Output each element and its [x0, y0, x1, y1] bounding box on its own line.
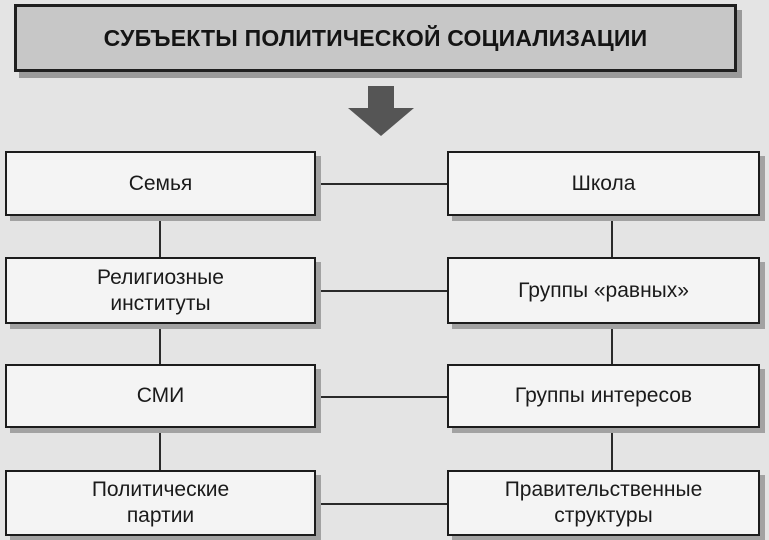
node-government-structures: Правительственные структуры: [447, 470, 760, 536]
connector-vertical: [611, 216, 613, 257]
connector-horizontal: [318, 503, 447, 505]
connector-horizontal: [318, 183, 447, 185]
node-interest-groups: Группы интересов: [447, 364, 760, 428]
connector-horizontal: [318, 396, 447, 398]
node-mass-media: СМИ: [5, 364, 316, 428]
connector-vertical: [159, 324, 161, 364]
connector-vertical: [159, 216, 161, 257]
diagram-title-box: СУБЪЕКТЫ ПОЛИТИЧЕСКОЙ СОЦИАЛИЗАЦИИ: [14, 4, 737, 72]
node-political-parties: Политические партии: [5, 470, 316, 536]
node-peer-groups: Группы «равных»: [447, 257, 760, 324]
node-religious-institutions: Религиозные институты: [5, 257, 316, 324]
connector-horizontal: [318, 290, 447, 292]
down-arrow-icon: [348, 86, 414, 136]
connector-vertical: [611, 428, 613, 470]
node-family: Семья: [5, 151, 316, 216]
connector-vertical: [611, 324, 613, 364]
node-school: Школа: [447, 151, 760, 216]
diagram-title: СУБЪЕКТЫ ПОЛИТИЧЕСКОЙ СОЦИАЛИЗАЦИИ: [103, 24, 648, 51]
connector-vertical: [159, 428, 161, 470]
